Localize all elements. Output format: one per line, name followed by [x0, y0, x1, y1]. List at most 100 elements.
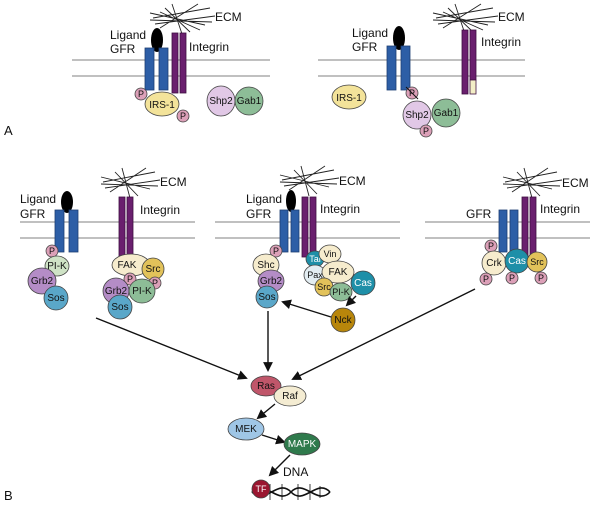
arrow-left-to-ras — [95, 317, 248, 380]
integrin-beta — [469, 29, 477, 81]
gfr-receptor-left — [54, 209, 65, 253]
phospho-label: P — [488, 241, 494, 251]
phospho-site — [479, 272, 493, 286]
ecm-label: ECM — [215, 10, 242, 24]
panel-b-left: ECM Ligand GFR Integrin P PI-K Grb2 Sos … — [20, 167, 195, 320]
integrin-alpha — [301, 196, 309, 258]
ligand-label: Ligand — [246, 192, 282, 206]
shp2-label: Shp2 — [405, 110, 429, 121]
integrin-beta — [179, 32, 187, 94]
sos-molecule — [107, 294, 133, 320]
integrin-beta — [126, 196, 134, 261]
tf-molecule — [251, 479, 271, 499]
arrow-raf-to-mek — [256, 403, 276, 420]
panel-label-b: B — [4, 488, 13, 503]
gfr-label: GFR — [110, 42, 136, 56]
phospho-label: P — [152, 278, 158, 288]
phospho-label: P — [180, 111, 186, 121]
shp2-molecule — [402, 100, 432, 130]
integrin-alpha — [461, 29, 469, 95]
phospho-label: P — [127, 274, 133, 284]
fak-label: FAK — [329, 267, 348, 278]
phospho-site — [176, 109, 190, 123]
sos-molecule — [255, 285, 279, 309]
vin-label: Vin — [324, 249, 337, 259]
grb2-label: Grb2 — [31, 276, 54, 287]
cas-label: Cas — [354, 278, 372, 289]
gfr-receptor-right — [290, 209, 300, 253]
ras-label: Ras — [257, 381, 275, 392]
pik-label: PI-K — [132, 286, 152, 297]
integrin-beta — [529, 196, 537, 258]
gfr-receptor-left — [386, 45, 397, 91]
mek-label: MEK — [235, 424, 257, 435]
gfr-label: GFR — [466, 207, 492, 221]
panel-b-middle: ECM Ligand GFR Integrin P Shc Grb2 Sos T… — [215, 165, 400, 333]
shc-label: Shc — [257, 260, 274, 271]
sos-label: Sos — [47, 293, 64, 304]
irs1-label: IRS-1 — [336, 93, 362, 104]
arrow-nck-to-sos — [281, 299, 332, 318]
ligand-shape — [151, 28, 163, 52]
dna-label: DNA — [283, 465, 308, 479]
gfr-receptor-right — [68, 209, 79, 253]
phospho-site — [134, 87, 148, 101]
ecm-fibers — [100, 167, 161, 199]
sos-label: Sos — [111, 302, 128, 313]
gab1-label: Gab1 — [434, 108, 459, 119]
dephosphorylation-mark — [405, 86, 419, 100]
cas-label: Cas — [508, 256, 526, 267]
src-label: Src — [530, 257, 544, 267]
src-label: Src — [317, 282, 331, 292]
grb2-label: Grb2 — [260, 276, 283, 287]
irs1-molecule — [144, 91, 180, 117]
pik-label: PI-K — [47, 261, 67, 272]
arrow-right-to-ras — [291, 288, 476, 380]
gfr-receptor-right — [509, 209, 519, 253]
crk-label: Crk — [486, 258, 503, 269]
src-molecule — [526, 251, 548, 273]
sos-molecule — [43, 285, 69, 311]
shp2-label: Shp2 — [209, 96, 233, 107]
nck-label: Nck — [334, 315, 352, 326]
ecm-fibers — [279, 165, 340, 197]
ecm-label: ECM — [160, 175, 187, 189]
panel-b-right: ECM GFR Integrin P Crk P Cas P Src P — [425, 167, 590, 286]
irs1-molecule — [331, 84, 367, 110]
pik-molecule — [128, 278, 156, 304]
ecm-fibers — [149, 3, 216, 35]
mek-molecule — [227, 417, 265, 441]
ligand-shape — [61, 191, 73, 213]
ligand-label: Ligand — [110, 28, 146, 42]
arrow-mapk-to-tf — [268, 454, 291, 477]
raf-molecule — [273, 385, 307, 407]
gab1-molecule — [234, 86, 264, 116]
gfr-label: GFR — [20, 207, 46, 221]
ecm-label: ECM — [339, 174, 366, 188]
integrin-label: Integrin — [540, 202, 580, 216]
integrin-label: Integrin — [140, 203, 180, 217]
gfr-receptor-left — [144, 47, 155, 91]
gfr-receptor-right — [158, 47, 169, 91]
nck-molecule — [330, 307, 356, 333]
phospho-label: P — [273, 246, 279, 256]
integrin-label: Integrin — [481, 35, 521, 49]
mapk-cascade: Ras Raf MEK MAPK DNA TF — [227, 375, 331, 500]
gab1-label: Gab1 — [237, 96, 262, 107]
ecm-fibers — [432, 3, 499, 35]
gab1-molecule — [431, 98, 461, 128]
raf-label: Raf — [282, 391, 298, 402]
integrin-beta — [309, 196, 317, 258]
gfr-label: GFR — [246, 207, 272, 221]
integrin-alpha — [118, 196, 126, 261]
ecm-label: ECM — [562, 176, 589, 190]
ras-molecule — [250, 375, 282, 397]
phospho-label: P — [49, 246, 55, 256]
integrin-beta-cleaved-tail — [469, 79, 477, 95]
ecm-fibers — [502, 167, 563, 199]
ligand-shape — [393, 26, 405, 50]
phospho-label: P — [483, 274, 489, 284]
gfr-receptor-left — [279, 209, 289, 253]
gfr-receptor-left — [498, 209, 508, 253]
